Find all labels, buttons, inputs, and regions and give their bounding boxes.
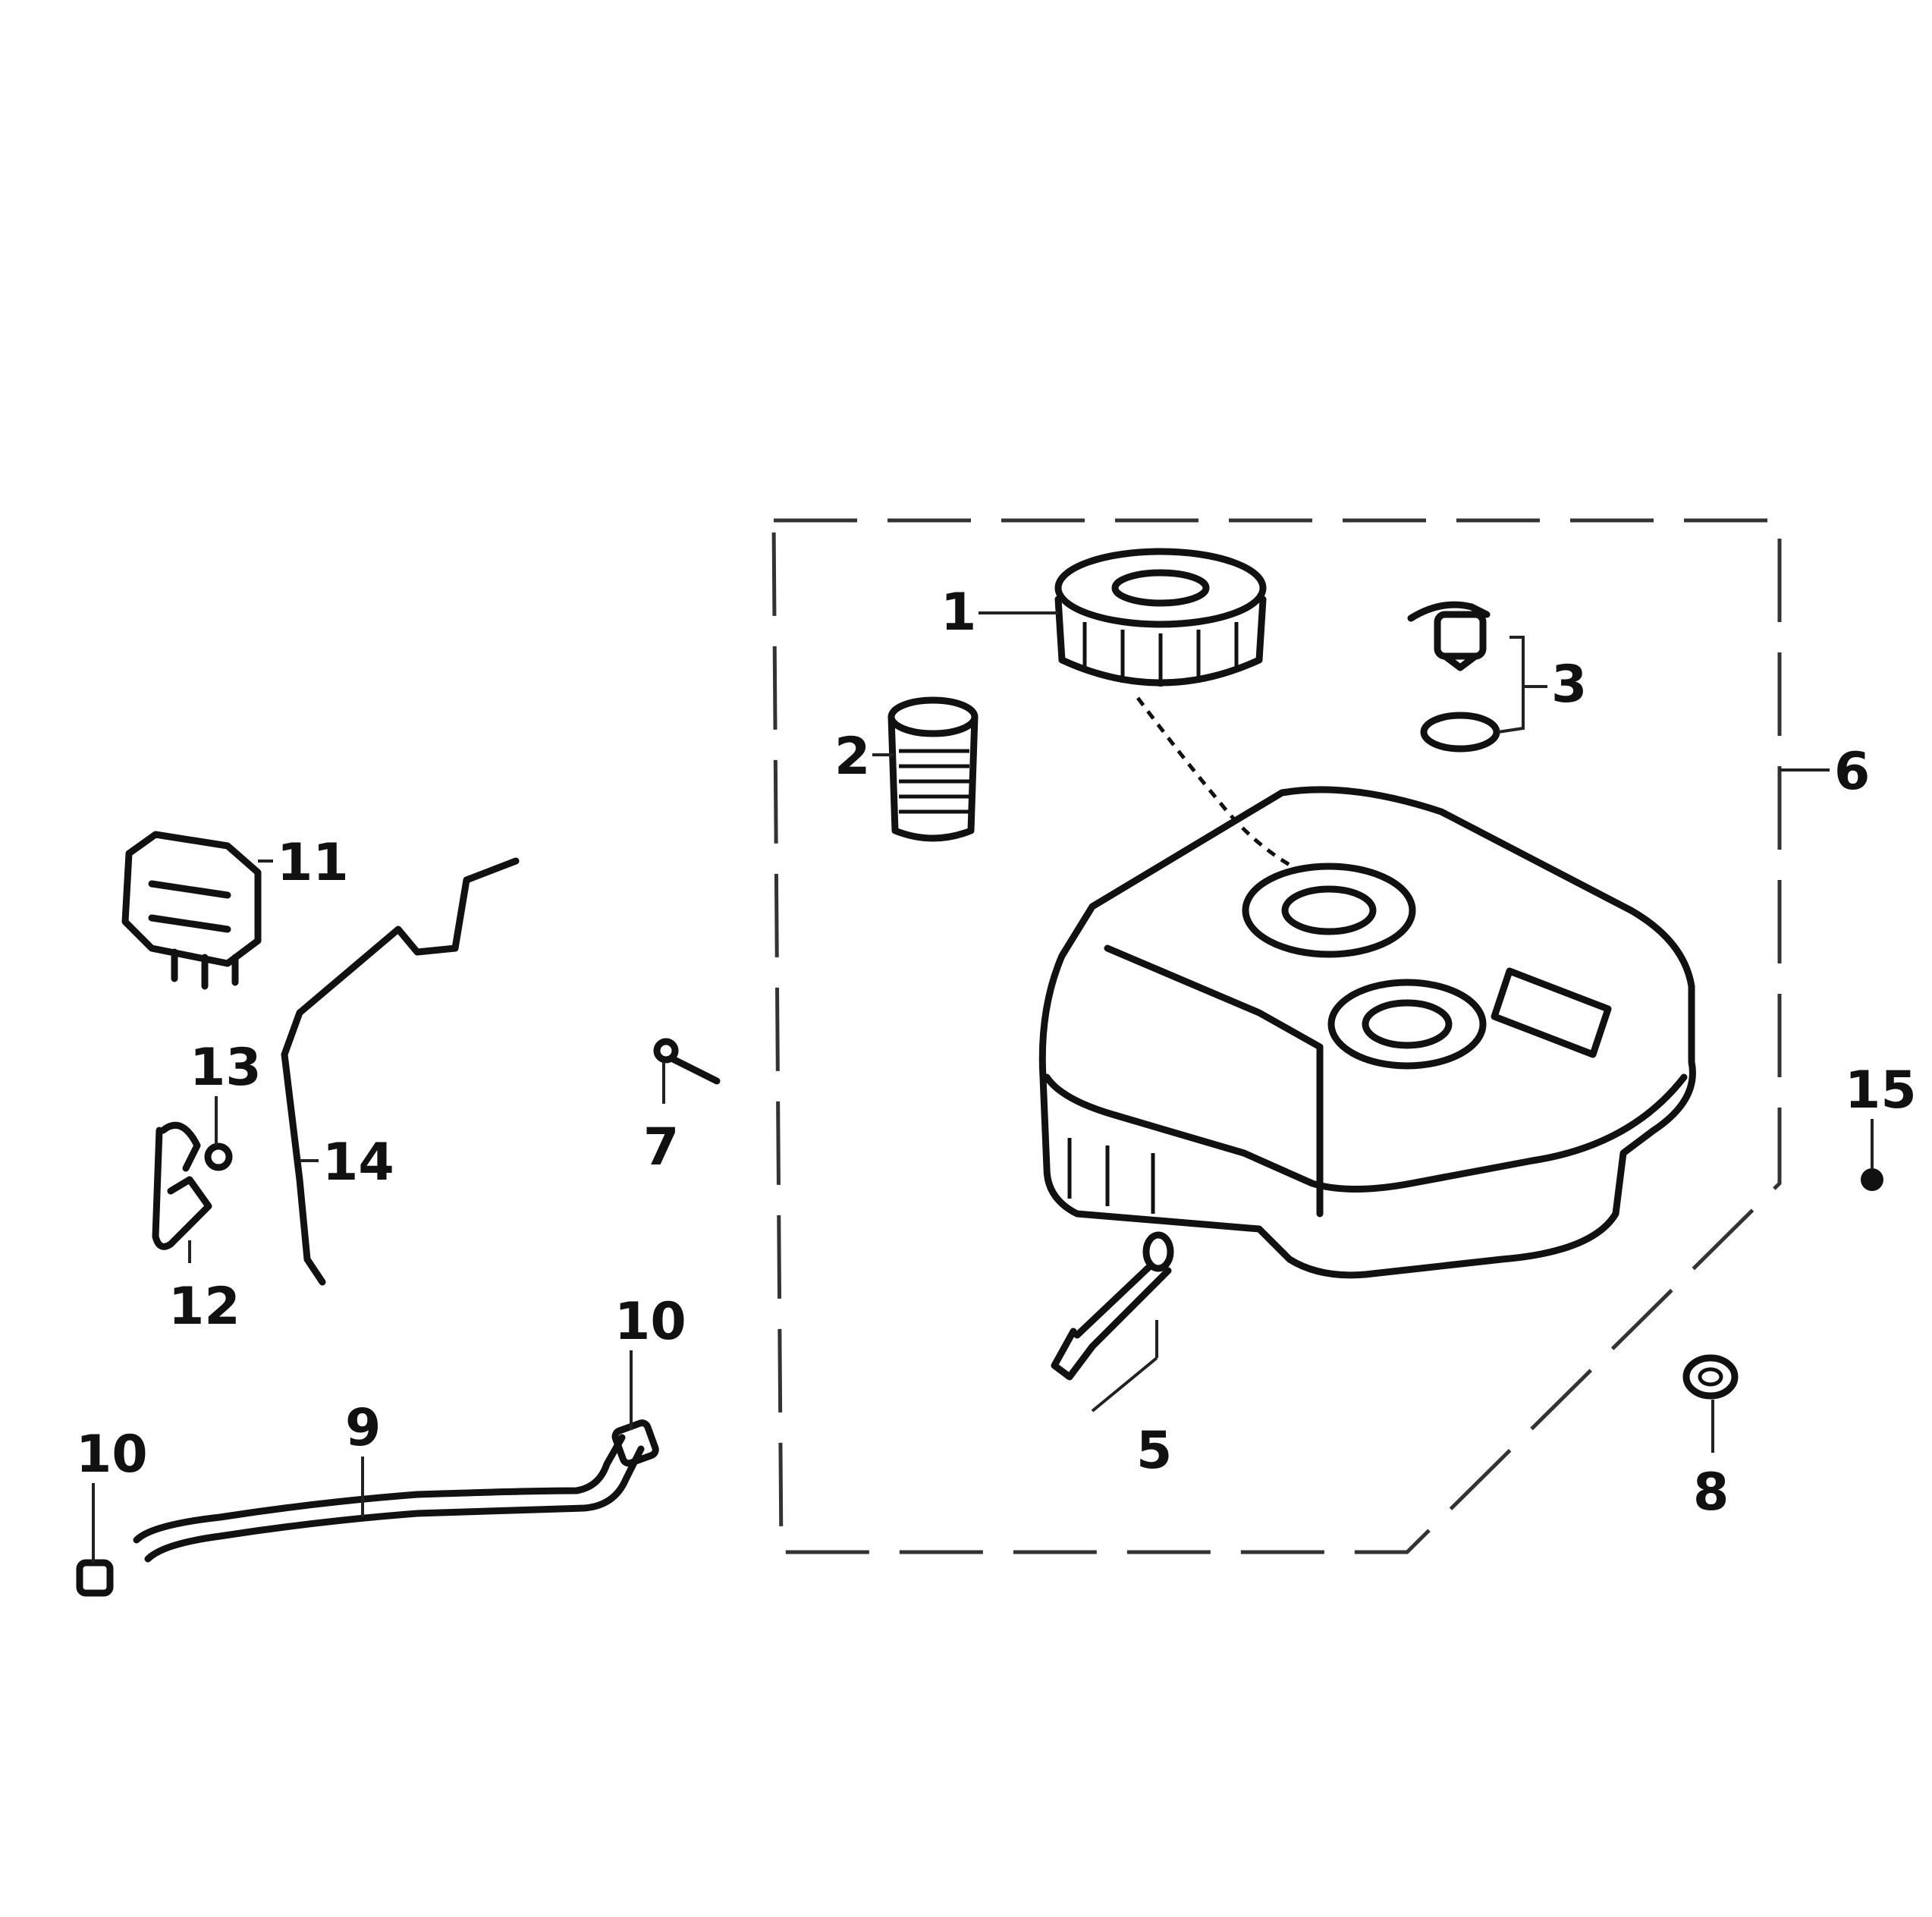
callout-10-right: 10 <box>614 1292 686 1352</box>
small-bolt <box>1861 1168 1883 1191</box>
fuel-strainer <box>887 696 979 842</box>
fuel-gauge <box>1407 601 1500 753</box>
callout-13: 13 <box>190 1038 262 1098</box>
tube-clip-right <box>611 1419 659 1467</box>
fuel-cap <box>1054 548 1291 867</box>
leader-lines <box>92 611 1874 1563</box>
bolt <box>653 1038 721 1085</box>
switch-block <box>121 831 262 990</box>
callout-10-left: 10 <box>76 1425 148 1485</box>
callout-9: 9 <box>345 1398 381 1458</box>
fuel-valve <box>1051 1231 1174 1381</box>
callout-11: 11 <box>277 833 349 893</box>
callout-12: 12 <box>168 1277 240 1337</box>
callout-14: 14 <box>322 1133 394 1193</box>
nut <box>204 1142 233 1171</box>
callout-1: 1 <box>941 583 976 643</box>
callout-8: 8 <box>1693 1463 1729 1523</box>
assembly-boundary <box>771 518 1782 1554</box>
bracket <box>152 1121 212 1250</box>
callout-2: 2 <box>834 727 870 787</box>
callout-7: 7 <box>643 1117 679 1177</box>
callout-6: 6 <box>1834 742 1870 802</box>
tube-clip-left <box>76 1559 114 1597</box>
callout-3: 3 <box>1551 655 1587 715</box>
control-rod <box>281 857 520 1286</box>
callout-5: 5 <box>1136 1421 1172 1481</box>
callout-labels: 1 2 3 5 6 7 8 9 10 10 11 12 13 14 15 <box>76 583 1917 1523</box>
callout-15: 15 <box>1845 1061 1917 1120</box>
washer <box>1682 1354 1739 1400</box>
fuel-tank <box>1038 786 1696 1279</box>
fuel-tube <box>133 1434 645 1563</box>
